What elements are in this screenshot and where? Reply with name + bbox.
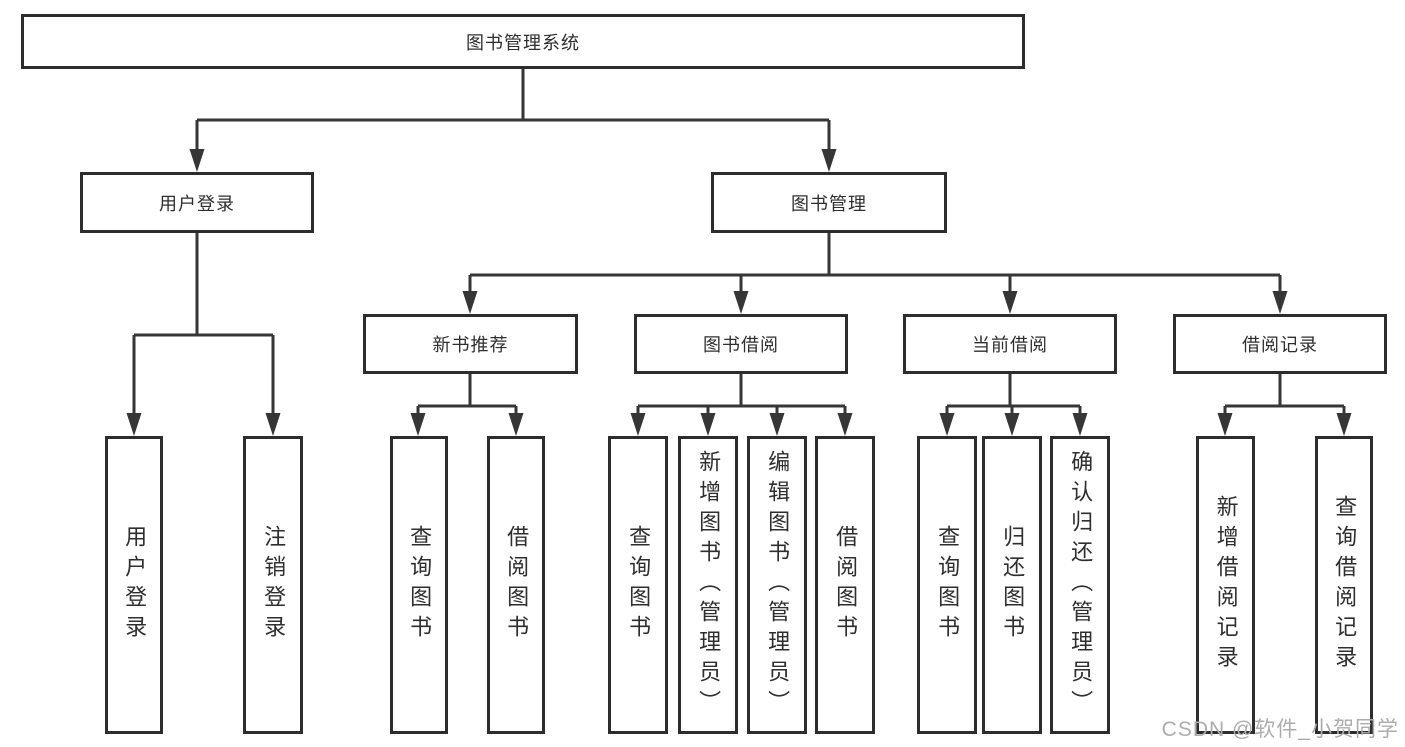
node-label: 当前借阅: [972, 335, 1048, 355]
leaf-bb-add-books-admin: 新增图书（管理员）: [678, 436, 738, 734]
node-label: 新书推荐: [432, 335, 509, 355]
leaf-label: 归还图书: [1000, 525, 1026, 645]
leaf-label: 借阅图书: [504, 525, 530, 645]
node-user-login: 用户登录: [80, 172, 314, 233]
node-label: 用户登录: [159, 193, 235, 214]
leaf-label: 注销登录: [261, 525, 287, 645]
leaf-label: 查询借阅记录: [1332, 495, 1358, 675]
node-label: 借阅记录: [1242, 335, 1318, 355]
leaf-cb-confirm-return-admin: 确认归还（管理员）: [1050, 436, 1110, 734]
node-new-book-recommend: 新书推荐: [363, 314, 578, 374]
node-current-borrowing: 当前借阅: [903, 314, 1117, 374]
arrowheads: [126, 149, 1352, 436]
csdn-watermark: CSDN @软件_小贺同学: [1161, 718, 1399, 741]
leaf-label: 借阅图书: [833, 525, 859, 645]
leaf-label: 查询图书: [935, 525, 961, 645]
leaf-cb-query-books: 查询图书: [917, 436, 977, 734]
connector-paths: [132, 69, 1346, 415]
leaf-label: 编辑图书（管理员）: [765, 450, 791, 720]
node-label: 图书借阅: [703, 335, 779, 355]
node-book-management: 图书管理: [711, 172, 947, 233]
node-label: 图书管理系统: [466, 32, 580, 53]
leaf-label: 新增图书（管理员）: [696, 450, 722, 720]
leaf-logout: 注销登录: [243, 436, 303, 734]
leaf-label: 查询图书: [626, 525, 652, 645]
node-book-borrowing: 图书借阅: [634, 314, 848, 374]
leaf-label: 查询图书: [407, 525, 433, 645]
leaf-cb-return-books: 归还图书: [982, 436, 1042, 734]
leaf-br-add-record: 新增借阅记录: [1196, 436, 1255, 734]
leaf-nb-query-books: 查询图书: [390, 436, 448, 734]
leaf-label: 用户登录: [122, 525, 148, 645]
leaf-bb-query-books: 查询图书: [608, 436, 668, 734]
node-borrowing-records: 借阅记录: [1173, 314, 1387, 374]
node-label: 图书管理: [791, 193, 867, 214]
leaf-bb-edit-books-admin: 编辑图书（管理员）: [747, 436, 807, 734]
leaf-label: 新增借阅记录: [1213, 495, 1239, 675]
leaf-label: 确认归还（管理员）: [1068, 450, 1094, 720]
leaf-nb-borrow-books: 借阅图书: [487, 436, 545, 734]
leaf-br-query-record: 查询借阅记录: [1315, 436, 1373, 734]
leaf-user-login: 用户登录: [105, 436, 163, 734]
leaf-bb-borrow-books: 借阅图书: [815, 436, 875, 734]
node-book-management-system: 图书管理系统: [21, 14, 1025, 69]
